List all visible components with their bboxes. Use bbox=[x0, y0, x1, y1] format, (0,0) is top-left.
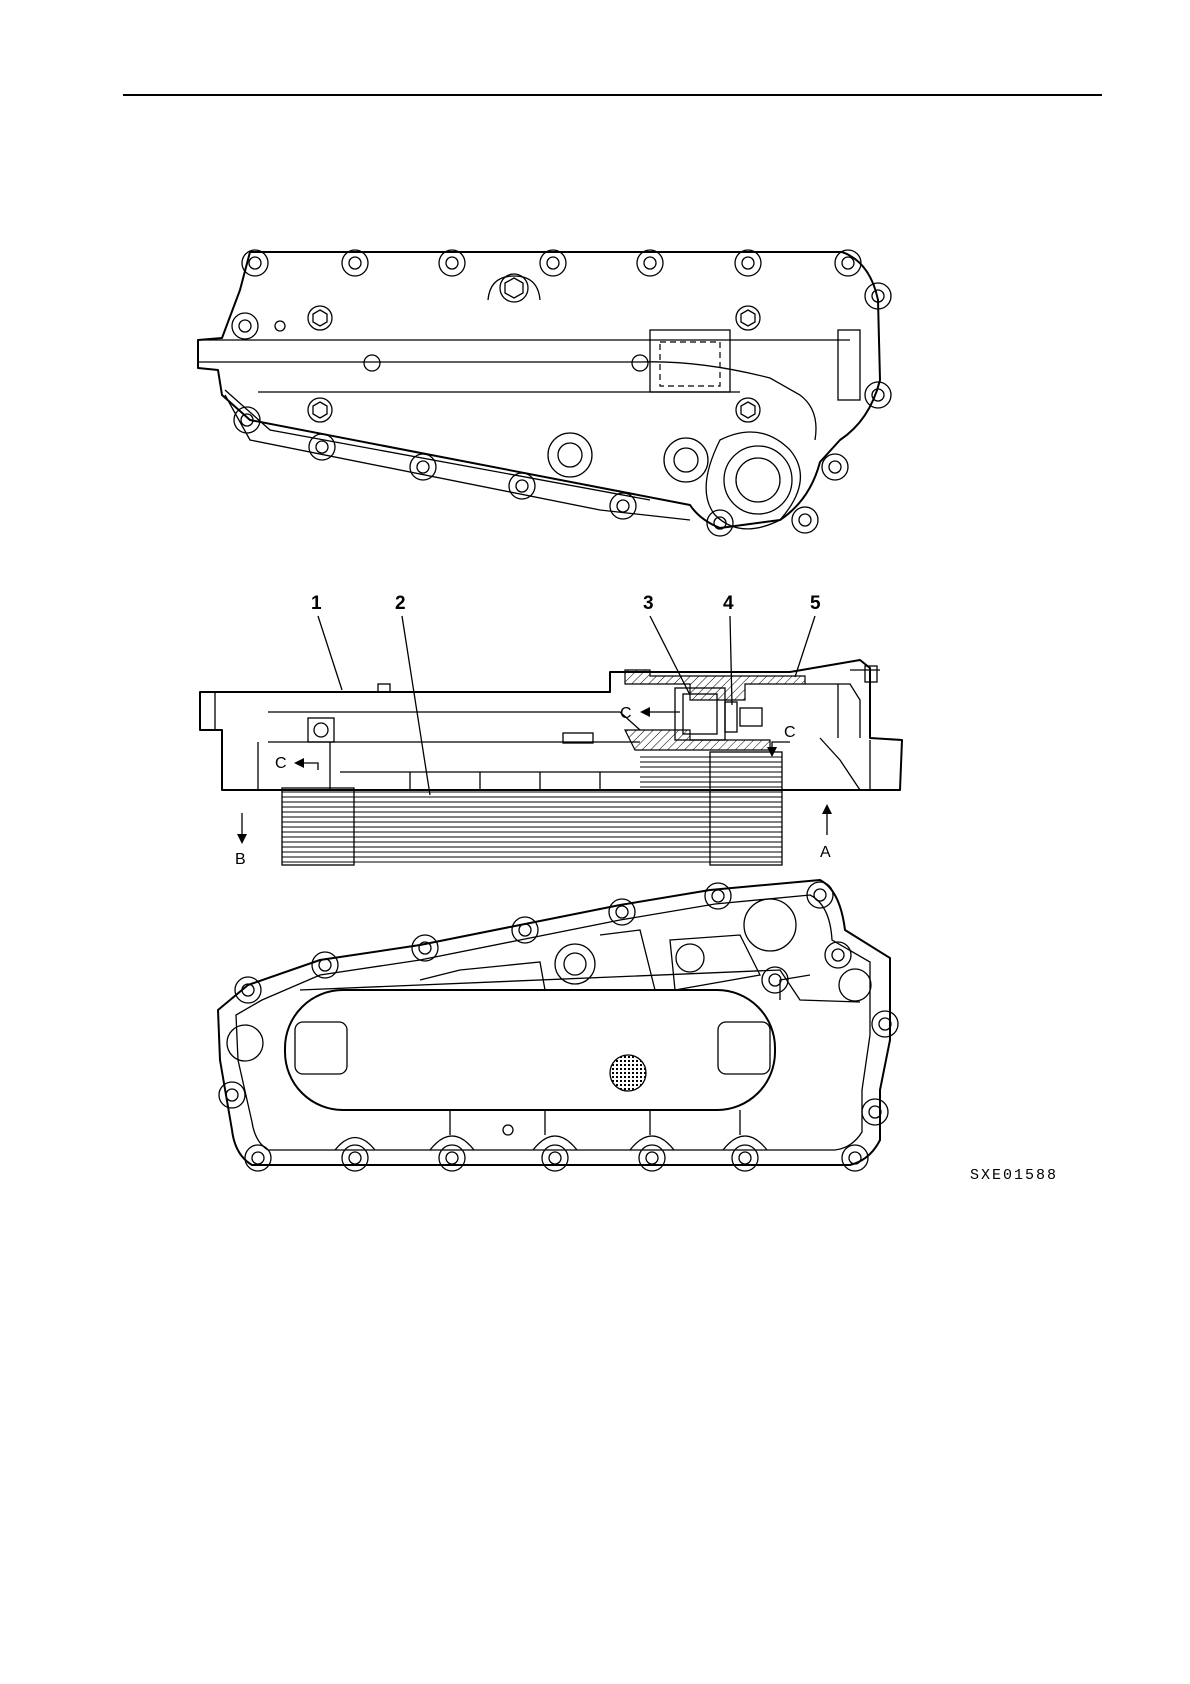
cooler-element-stack bbox=[282, 752, 782, 865]
top-port-left bbox=[548, 433, 592, 477]
flow-label-c-right: C bbox=[784, 724, 796, 741]
bottom-web-3 bbox=[670, 935, 760, 990]
top-bolt-circles bbox=[232, 250, 891, 536]
top-port-center bbox=[664, 438, 708, 482]
bottom-small-hole bbox=[503, 1125, 513, 1135]
svg-text:3: 3 bbox=[643, 593, 654, 614]
bottom-web-1 bbox=[420, 962, 545, 990]
bottom-cooler-element bbox=[285, 990, 775, 1110]
side-section-view: C C C A B 1 2 bbox=[200, 593, 902, 868]
callout-5: 5 bbox=[795, 593, 821, 677]
figure-code: SXE01588 bbox=[970, 1167, 1058, 1184]
side-inner-rail-top bbox=[268, 712, 640, 730]
bottom-view-oil-cooler bbox=[218, 880, 898, 1171]
callout-1: 1 bbox=[311, 593, 342, 690]
flow-arrow-b: B bbox=[235, 813, 247, 868]
top-hex-bolts bbox=[308, 274, 760, 422]
bottom-mesh-plug bbox=[610, 1055, 646, 1091]
callout-2: 2 bbox=[395, 593, 430, 795]
flow-arrow-c-main: C bbox=[620, 705, 680, 722]
top-view-oil-cooler bbox=[198, 250, 891, 536]
top-outlet-port bbox=[724, 446, 792, 514]
top-thermostat-housing bbox=[650, 330, 730, 392]
bottom-left-window bbox=[295, 1022, 347, 1074]
bottom-right-port bbox=[839, 969, 871, 1001]
flow-label-a: A bbox=[820, 844, 831, 861]
bottom-right-window bbox=[718, 1022, 770, 1074]
side-cap-inner bbox=[805, 684, 860, 738]
bottom-rib-bosses bbox=[335, 1136, 767, 1150]
bottom-left-port bbox=[227, 1025, 263, 1061]
bottom-web-2 bbox=[600, 930, 655, 990]
svg-text:5: 5 bbox=[810, 593, 821, 614]
svg-text:1: 1 bbox=[311, 593, 322, 614]
bottom-web-step bbox=[780, 975, 810, 1000]
top-rail-hole-right bbox=[632, 355, 648, 371]
thermostat-valve-stem bbox=[740, 708, 762, 726]
flow-arrow-a: A bbox=[820, 804, 832, 861]
bottom-lower-ribs bbox=[450, 1110, 740, 1135]
flow-label-c-left: C bbox=[275, 755, 287, 772]
side-hatched-section bbox=[625, 670, 805, 750]
side-hex-bolt bbox=[308, 718, 334, 742]
flow-label-c-main: C bbox=[620, 705, 632, 722]
bottom-outlet-port bbox=[744, 899, 796, 951]
top-small-hole bbox=[275, 321, 285, 331]
svg-text:4: 4 bbox=[723, 593, 734, 614]
flow-arrow-c-left: C bbox=[275, 755, 318, 772]
top-rail-bend bbox=[640, 362, 816, 440]
thermostat-seal bbox=[725, 702, 737, 732]
top-lower-flange-line bbox=[225, 390, 650, 500]
svg-text:2: 2 bbox=[395, 593, 406, 614]
side-top-tab bbox=[378, 684, 390, 692]
top-center-boss bbox=[488, 276, 540, 300]
top-rail-hole bbox=[364, 355, 380, 371]
side-outlet-edge bbox=[820, 738, 860, 790]
bottom-port-small bbox=[676, 944, 704, 972]
flow-label-b: B bbox=[235, 851, 246, 868]
